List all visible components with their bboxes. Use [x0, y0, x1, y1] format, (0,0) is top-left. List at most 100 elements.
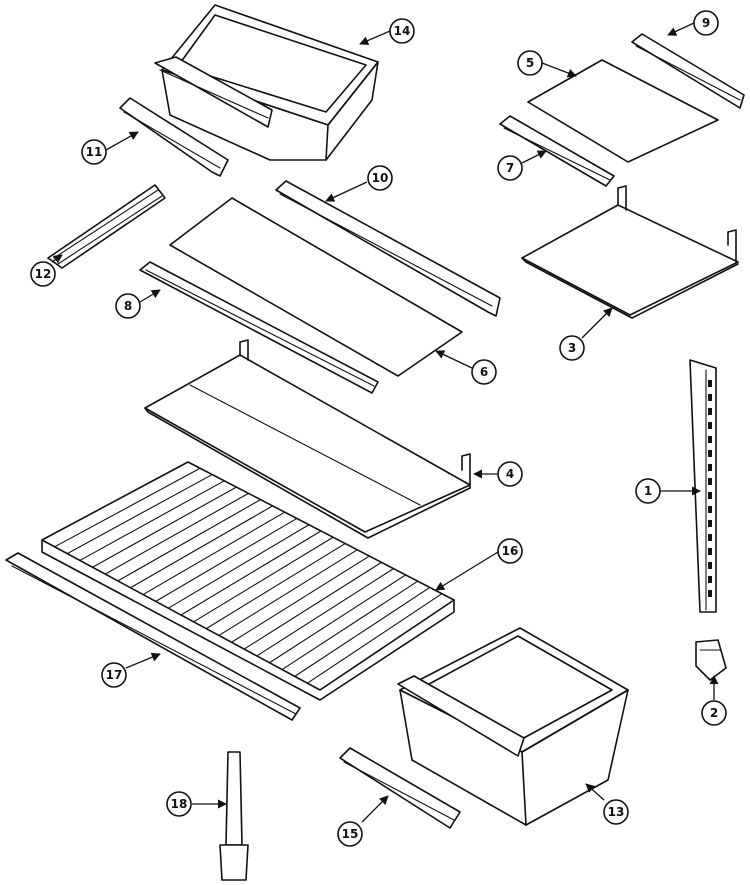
- leader-9: [667, 22, 695, 36]
- leader-13: [585, 783, 605, 801]
- wire-shelf-rib: [243, 561, 383, 650]
- callout-2-label: 2: [710, 706, 718, 720]
- callout-2: 2: [701, 700, 727, 726]
- ladder-slot: [708, 520, 712, 527]
- leader-3: [581, 307, 613, 339]
- leader-17: [125, 652, 161, 669]
- callout-17: 17: [101, 662, 127, 688]
- part-9-shelf-trim-right: [631, 33, 745, 109]
- part-16-wire-shelf: [41, 461, 455, 701]
- part-5-glass-shelf-right: [527, 59, 719, 163]
- callout-16-label: 16: [502, 544, 519, 558]
- callout-12: 12: [30, 261, 56, 287]
- ladder-slot: [708, 492, 712, 499]
- part-18-spacer-post: [219, 751, 249, 881]
- ladder-slot: [708, 590, 712, 597]
- ladder-slot: [708, 408, 712, 415]
- leader-11: [105, 131, 139, 151]
- ladder-slot: [708, 562, 712, 569]
- callout-3-label: 3: [568, 341, 576, 355]
- callout-18: 18: [166, 791, 192, 817]
- callout-4: 4: [497, 461, 523, 487]
- callout-18-label: 18: [171, 797, 188, 811]
- wire-shelf-rib: [117, 499, 262, 582]
- leader-14: [359, 30, 391, 45]
- wire-shelf-rib: [167, 524, 310, 609]
- callout-17-label: 17: [106, 668, 123, 682]
- callout-11: 11: [81, 139, 107, 165]
- callout-11-label: 11: [86, 145, 103, 159]
- part-11-drawer-rail: [119, 97, 229, 177]
- callout-13-label: 13: [608, 805, 625, 819]
- leader-15: [361, 795, 389, 823]
- callout-4-label: 4: [506, 467, 514, 481]
- callout-7-label: 7: [506, 161, 514, 175]
- wire-shelf-rib: [54, 467, 201, 548]
- part-4-shelf-frame: [144, 339, 471, 539]
- callout-5-label: 5: [526, 56, 534, 70]
- wire-shelf-rib: [91, 486, 237, 568]
- callout-15-label: 15: [342, 827, 359, 841]
- callout-7: 7: [497, 155, 523, 181]
- wire-shelf-rib: [193, 536, 334, 623]
- wire-shelf-rib: [142, 511, 286, 596]
- leader-6: [435, 350, 473, 369]
- callout-8-label: 8: [124, 299, 132, 313]
- ladder-slot: [708, 422, 712, 429]
- callout-6-label: 6: [480, 365, 488, 379]
- wire-shelf-rib: [230, 555, 370, 643]
- callout-5: 5: [517, 50, 543, 76]
- ladder-slot: [708, 506, 712, 513]
- wire-shelf-rib: [155, 517, 298, 602]
- callout-10-label: 10: [372, 171, 389, 185]
- callout-1-label: 1: [644, 484, 652, 498]
- callout-16: 16: [497, 538, 523, 564]
- part-1-shelf-ladder: [689, 359, 717, 613]
- callout-14: 14: [389, 18, 415, 44]
- ladder-slot: [708, 548, 712, 555]
- wire-shelf-rib: [306, 593, 443, 684]
- callout-3: 3: [559, 335, 585, 361]
- callout-8: 8: [115, 293, 141, 319]
- leader-7: [521, 150, 547, 164]
- callout-15: 15: [337, 821, 363, 847]
- leader-10: [325, 181, 368, 202]
- callout-9-label: 9: [702, 16, 710, 30]
- part-12-divider-rail: [47, 184, 166, 269]
- ladder-slot: [708, 464, 712, 471]
- callout-1: 1: [635, 478, 661, 504]
- ladder-slot: [708, 534, 712, 541]
- wire-shelf-rib: [180, 530, 322, 616]
- part-15-lower-drawer-rail: [339, 747, 461, 829]
- ladder-slot: [708, 478, 712, 485]
- wire-shelf-rib: [129, 505, 274, 589]
- leader-12: [51, 254, 63, 264]
- callout-13: 13: [603, 799, 629, 825]
- leader-lines: [51, 22, 719, 823]
- part-6-glass-shelf: [169, 197, 463, 377]
- callout-9: 9: [693, 10, 719, 36]
- callout-6: 6: [471, 359, 497, 385]
- part-10-shelf-trim: [275, 180, 501, 317]
- leader-16: [435, 551, 499, 591]
- part-8-front-trim: [139, 261, 379, 394]
- callout-12-label: 12: [35, 267, 52, 281]
- part-2-end-cap: [695, 639, 727, 681]
- callout-10: 10: [367, 165, 393, 191]
- wire-shelf-rib: [104, 492, 250, 575]
- ladder-slot: [708, 380, 712, 387]
- wire-shelf-rib: [294, 586, 431, 677]
- part-7-front-trim-right: [499, 115, 615, 187]
- part-3-shelf-frame-right: [521, 185, 739, 319]
- wire-shelf-rib: [218, 549, 358, 637]
- ladder-slot: [708, 450, 712, 457]
- wire-shelf-rib: [256, 568, 395, 657]
- wire-shelf-rib: [205, 542, 346, 630]
- ladder-slot: [708, 436, 712, 443]
- wire-shelf-rib: [66, 473, 213, 555]
- part-17-front-rail: [5, 552, 301, 721]
- ladder-slot: [708, 576, 712, 583]
- part-13-crisper-drawer-lower: [397, 627, 629, 826]
- leader-8: [139, 289, 161, 303]
